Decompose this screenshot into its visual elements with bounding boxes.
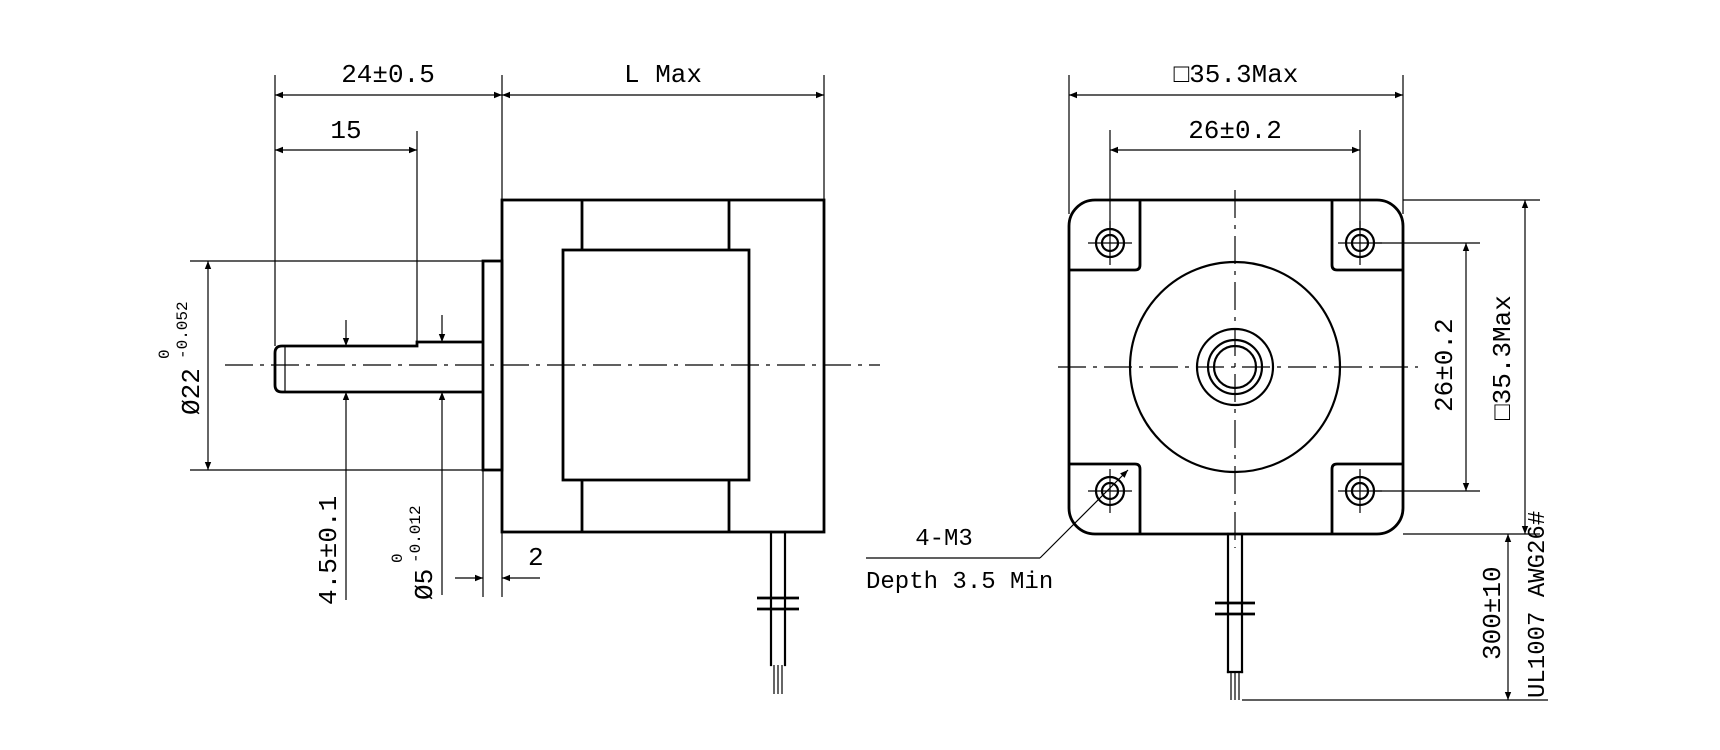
dim-hole-spacing-horizontal: 26±0.2 [1109,116,1361,229]
dim-pilot-height-label: 2 [528,543,544,573]
dim-shaft-diameter-label: Ø5 [410,569,440,600]
wire-spec-label: UL1007 AWG26# [1525,511,1552,698]
dim-frame-width-label: □35.3Max [1174,60,1299,90]
dim-hole-spacing-horizontal-label: 26±0.2 [1188,116,1282,146]
dim-hole-spacing-vertical: 26±0.2 [1374,242,1480,492]
dim-shaft-length-label: 24±0.5 [341,60,435,90]
corner-pocket-br [1330,462,1403,534]
dim-pilot-diameter: Ø22 0 -0.052 [156,260,483,471]
dim-shaft-diameter-lower: -0.012 [407,505,425,563]
dim-shaft-diameter-upper: 0 [389,553,407,563]
side-view: 24±0.5 15 L Max Ø22 0 -0.052 [156,60,880,694]
pilot-boss [481,259,504,472]
dim-hole-spacing-vertical-label: 26±0.2 [1430,318,1460,412]
dim-shaft-length: 24±0.5 [274,60,503,346]
dim-flat-length-label: 15 [330,116,361,146]
dim-flat-depth: 4.5±0.1 [314,320,350,605]
mounting-hole-bl [1088,469,1132,513]
dim-pilot-height: 2 [455,470,544,597]
side-lead-wires [757,530,799,694]
dim-shaft-diameter: Ø5 0 -0.012 [389,315,446,600]
dim-lead-length: 300±10 UL1007 AWG26# [1242,511,1552,701]
front-lead-wires [1215,532,1255,700]
dim-pilot-diameter-lower: -0.052 [174,301,192,359]
stator-outline [561,248,751,482]
thread-note-depth: Depth 3.5 Min [866,569,1053,596]
dim-lead-length-label: 300±10 [1478,566,1508,660]
shaft-outline [273,340,483,394]
dim-flat-length: 15 [275,116,418,342]
dim-pilot-diameter-label: Ø22 [177,368,207,415]
corner-pocket-bl [1069,462,1142,534]
corner-pocket-tr [1330,200,1403,272]
dim-frame-height-label: □35.3Max [1488,295,1518,420]
thread-note-spec: 4-M3 [915,526,973,553]
dim-body-length: L Max [502,60,825,200]
dim-body-length-label: L Max [624,60,702,90]
dim-flat-depth-label: 4.5±0.1 [314,496,344,605]
thread-note: 4-M3 Depth 3.5 Min [866,469,1129,596]
dim-pilot-diameter-upper: 0 [156,349,174,359]
front-view: □35.3Max 26±0.2 26±0.2 □35.3Max [866,60,1552,701]
corner-pocket-tl [1069,200,1142,272]
dim-frame-height: □35.3Max [1403,199,1540,535]
dim-frame-width: □35.3Max [1068,60,1404,214]
